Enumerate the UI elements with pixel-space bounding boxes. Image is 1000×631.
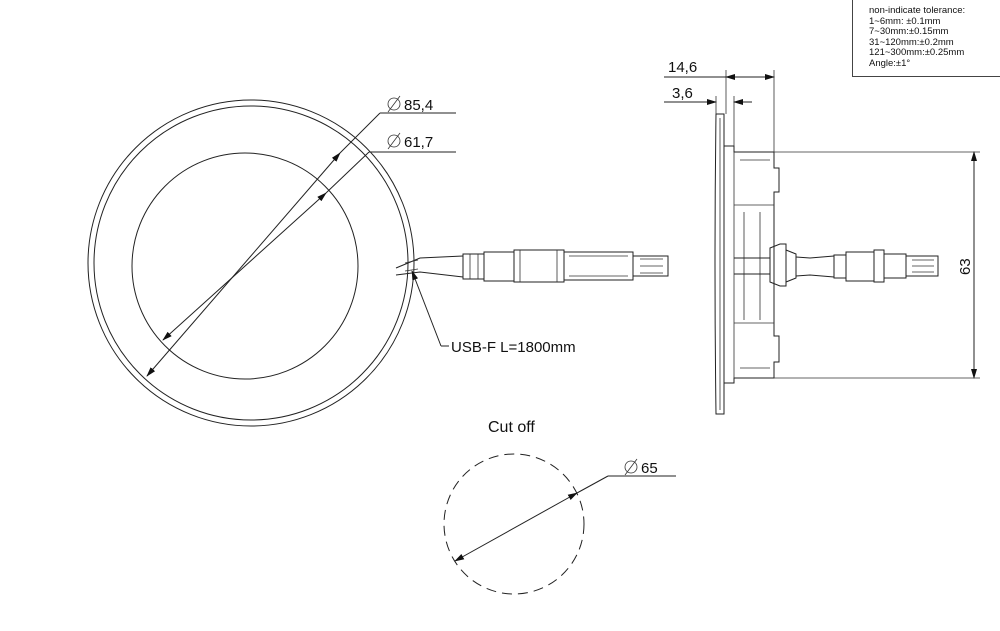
tolerance-table: non-indicate tolerance: 1~6mm: ±0.1mm 7~… (852, 0, 1000, 77)
tolerance-title: non-indicate tolerance: (869, 5, 966, 16)
cutout-diameter-value: 65 (641, 460, 658, 477)
cutout-circle (443, 453, 585, 595)
height-dimension: 63 (774, 151, 980, 379)
cable-label: USB-F L=1800mm (451, 339, 576, 356)
flange-thickness-value: 3,6 (672, 85, 693, 102)
tolerance-line: 121~300mm:±0.25mm (869, 47, 965, 58)
front-view: 85,4 61,7 USB-F L=1800mm (87, 95, 669, 427)
tolerance-line: 31~120mm:±0.2mm (869, 36, 954, 48)
depth-dimension: 14,6 (664, 59, 775, 152)
outer-ring-edge (87, 99, 415, 427)
usb-cable (395, 249, 669, 283)
flange (714, 113, 725, 415)
depth-value: 14,6 (668, 59, 697, 76)
tolerance-line: 1~6mm: ±0.1mm (869, 15, 941, 27)
tolerance-line: Angle:±1° (869, 57, 911, 69)
inner-diameter-value: 61,7 (404, 134, 433, 151)
inner-diameter-dimension: 61,7 (162, 132, 456, 341)
housing-body (724, 145, 780, 384)
cutout-title: Cut off (488, 419, 535, 436)
cable-leader: USB-F L=1800mm (411, 270, 576, 356)
flange-thickness-dimension: 3,6 (664, 85, 752, 146)
outer-diameter-value: 85,4 (404, 97, 433, 114)
cutout-view: Cut off 65 (443, 419, 676, 595)
height-value: 63 (957, 258, 974, 275)
tolerance-line: 7~30mm:±0.15mm (869, 26, 949, 37)
side-view: 14,6 3,6 63 (664, 59, 980, 415)
